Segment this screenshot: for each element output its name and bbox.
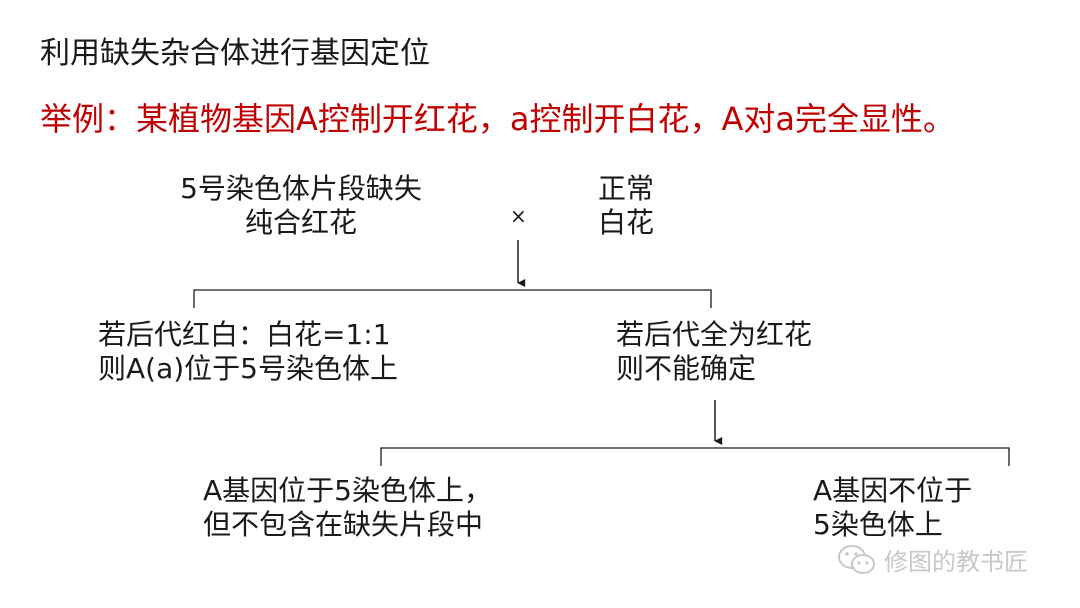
parent-right: 正常 白花: [598, 172, 654, 240]
cross-symbol: ×: [510, 204, 527, 228]
parent-left-line2: 纯合红花: [244, 206, 357, 240]
result-right-line1: A基因不位于: [813, 474, 973, 507]
wechat-icon: [838, 544, 875, 574]
bracket-1: [193, 289, 712, 308]
slide-title: 利用缺失杂合体进行基因定位: [40, 36, 430, 71]
result-left-line1: A基因位于5染色体上，: [203, 474, 492, 507]
result-left-line2: 但不包含在缺失片段中: [203, 508, 484, 542]
result-right-line2: 5染色体上: [813, 508, 943, 542]
result-right: A基因不位于 5染色体上: [813, 474, 972, 542]
outcome-left-line1: 若后代红白：白花=1:1: [98, 318, 391, 351]
parent-left-line1: 5号染色体片段缺失: [180, 172, 422, 205]
outcome-right: 若后代全为红花 则不能确定: [616, 318, 812, 386]
result-left: A基因位于5染色体上， 但不包含在缺失片段中: [203, 474, 492, 542]
example-statement: 举例：某植物基因A控制开红花，a控制开白花，A对a完全显性。: [40, 100, 956, 138]
bracket-2: [380, 447, 1010, 466]
outcome-left-line2: 则A(a)位于5号染色体上: [98, 352, 398, 386]
parent-right-line2: 白花: [598, 206, 655, 240]
parent-right-line1: 正常: [598, 172, 655, 205]
watermark-text: 修图的教书匠: [884, 548, 1028, 576]
outcome-right-line1: 若后代全为红花: [616, 318, 813, 351]
watermark: 修图的教书匠: [836, 542, 1028, 577]
outcome-right-line2: 则不能确定: [616, 352, 757, 386]
outcome-left: 若后代红白：白花=1:1 则A(a)位于5号染色体上: [98, 318, 398, 386]
parent-left: 5号染色体片段缺失 纯合红花: [165, 172, 437, 240]
